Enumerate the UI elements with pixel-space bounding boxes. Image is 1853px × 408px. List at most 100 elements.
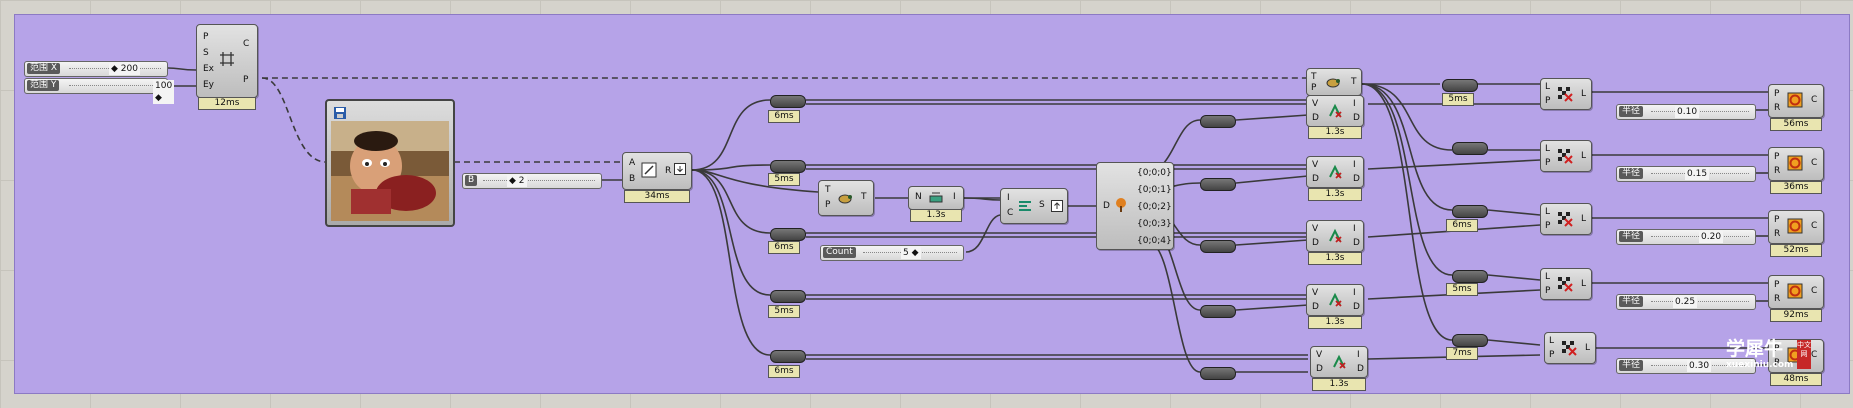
input-p[interactable]: P (825, 200, 831, 210)
tree-output-1[interactable]: {0;0;1} (1137, 185, 1172, 195)
range-x-slider[interactable]: 范围 X ◆ 200 (24, 61, 168, 77)
count-slider[interactable]: Count 5 ◆ (820, 245, 964, 261)
input-v[interactable]: V (1312, 160, 1319, 170)
relay[interactable] (770, 228, 806, 241)
input-r[interactable]: R (1774, 103, 1781, 113)
range-y-slider[interactable]: 范围 Y 100 ◆ (24, 78, 175, 104)
output-s[interactable]: S (1039, 200, 1045, 210)
input-d[interactable]: D (1312, 174, 1319, 184)
output-l[interactable]: L (1581, 151, 1587, 161)
circle-component-0[interactable]: P R C (1768, 84, 1824, 118)
tree-output-3[interactable]: {0;0;3} (1137, 219, 1172, 229)
input-t[interactable]: T (825, 185, 831, 195)
input-r[interactable]: R (1774, 358, 1781, 368)
relay[interactable] (1452, 270, 1488, 283)
input-n[interactable]: N (915, 192, 922, 202)
input-p[interactable]: P (1549, 350, 1555, 360)
radius-slider-1[interactable]: 半径 0.15 (1616, 166, 1756, 182)
input-b[interactable]: B (629, 174, 636, 184)
relay[interactable] (770, 290, 806, 303)
n-component[interactable]: N I (908, 186, 964, 210)
input-ey[interactable]: Ey (203, 80, 215, 90)
circle-component-4[interactable]: P R C (1768, 339, 1824, 373)
tree-output-4[interactable]: {0;0;4} (1137, 236, 1172, 246)
input-p[interactable]: P (1311, 83, 1317, 93)
relay[interactable] (1452, 205, 1488, 218)
input-p[interactable]: P (1774, 89, 1780, 99)
input-l[interactable]: L (1545, 144, 1551, 154)
explode-tree-component[interactable]: D {0;0;0} {0;0;1} {0;0;2} {0;0;3} {0;0;4… (1096, 162, 1174, 250)
circle-component-2[interactable]: P R C (1768, 210, 1824, 244)
input-v[interactable]: V (1312, 224, 1319, 234)
output-l[interactable]: L (1581, 89, 1587, 99)
tree-output-0[interactable]: {0;0;0} (1137, 168, 1172, 178)
t-component[interactable]: T P T (818, 180, 874, 216)
input-c[interactable]: C (1007, 208, 1014, 218)
relay[interactable] (1442, 79, 1478, 92)
output-d[interactable]: D (1357, 364, 1364, 374)
evaluate-component-0[interactable]: V D I D (1306, 95, 1364, 127)
input-l[interactable]: L (1549, 336, 1555, 346)
line-component-2[interactable]: L P L (1540, 203, 1592, 235)
input-d[interactable]: D (1312, 113, 1319, 123)
input-l[interactable]: L (1545, 82, 1551, 92)
relay[interactable] (1452, 142, 1488, 155)
line-component-3[interactable]: L P L (1540, 268, 1592, 300)
input-d[interactable]: D (1312, 238, 1319, 248)
relay[interactable] (770, 95, 806, 108)
input-d[interactable]: D (1103, 201, 1110, 211)
evaluate-component-3[interactable]: V D I D (1306, 284, 1364, 316)
relay[interactable] (1200, 115, 1236, 128)
radius-slider-2[interactable]: 半径 0.20 (1616, 229, 1756, 245)
output-d[interactable]: D (1353, 174, 1360, 184)
radius-slider-0[interactable]: 半径 0.10 (1616, 104, 1756, 120)
output-c[interactable]: C (243, 39, 250, 49)
line-component-1[interactable]: L P L (1540, 140, 1592, 172)
radius-slider-4[interactable]: 半径 0.30 (1616, 358, 1756, 374)
relay[interactable] (770, 160, 806, 173)
input-ex[interactable]: Ex (203, 64, 215, 74)
input-r[interactable]: R (1774, 294, 1781, 304)
input-p[interactable]: P (1774, 280, 1780, 290)
image-sampler[interactable] (325, 99, 455, 227)
output-c[interactable]: C (1811, 286, 1818, 296)
output-c[interactable]: C (1811, 221, 1818, 231)
evaluate-component-4[interactable]: V D I D (1310, 346, 1368, 378)
input-r[interactable]: R (1774, 166, 1781, 176)
b-slider[interactable]: B ◆ 2 (462, 173, 602, 189)
output-i[interactable]: I (1353, 288, 1356, 298)
circle-component-1[interactable]: P R C (1768, 147, 1824, 181)
rectangle-component[interactable]: P S Ex Ey C P (196, 24, 258, 98)
output-d[interactable]: D (1353, 302, 1360, 312)
line-component-4[interactable]: L P L (1544, 332, 1596, 364)
input-a[interactable]: A (629, 158, 636, 168)
input-p[interactable]: P (1545, 96, 1551, 106)
blend-component[interactable]: A B R (622, 152, 692, 190)
output-i[interactable]: I (1357, 350, 1360, 360)
input-v[interactable]: V (1312, 99, 1319, 109)
output-r[interactable]: R (665, 166, 672, 176)
tree-output-2[interactable]: {0;0;2} (1137, 202, 1172, 212)
output-c[interactable]: C (1811, 158, 1818, 168)
output-d[interactable]: D (1353, 238, 1360, 248)
relay[interactable] (1452, 334, 1488, 347)
output-l[interactable]: L (1581, 279, 1587, 289)
output-d[interactable]: D (1353, 113, 1360, 123)
output-t[interactable]: T (861, 192, 867, 202)
output-i[interactable]: I (953, 192, 956, 202)
top-evaluate-component[interactable]: T P T (1306, 68, 1362, 96)
input-p[interactable]: P (1545, 158, 1551, 168)
input-v[interactable]: V (1312, 288, 1319, 298)
output-l[interactable]: L (1581, 214, 1587, 224)
output-c[interactable]: C (1811, 95, 1818, 105)
relay[interactable] (1200, 367, 1236, 380)
input-p[interactable]: P (203, 32, 209, 42)
input-d[interactable]: D (1312, 302, 1319, 312)
radius-slider-3[interactable]: 半径 0.25 (1616, 294, 1756, 310)
relay[interactable] (770, 350, 806, 363)
input-r[interactable]: R (1774, 229, 1781, 239)
circle-component-3[interactable]: P R C (1768, 275, 1824, 309)
s-component[interactable]: I C S (1000, 188, 1068, 224)
output-l[interactable]: L (1585, 343, 1591, 353)
input-p[interactable]: P (1774, 215, 1780, 225)
